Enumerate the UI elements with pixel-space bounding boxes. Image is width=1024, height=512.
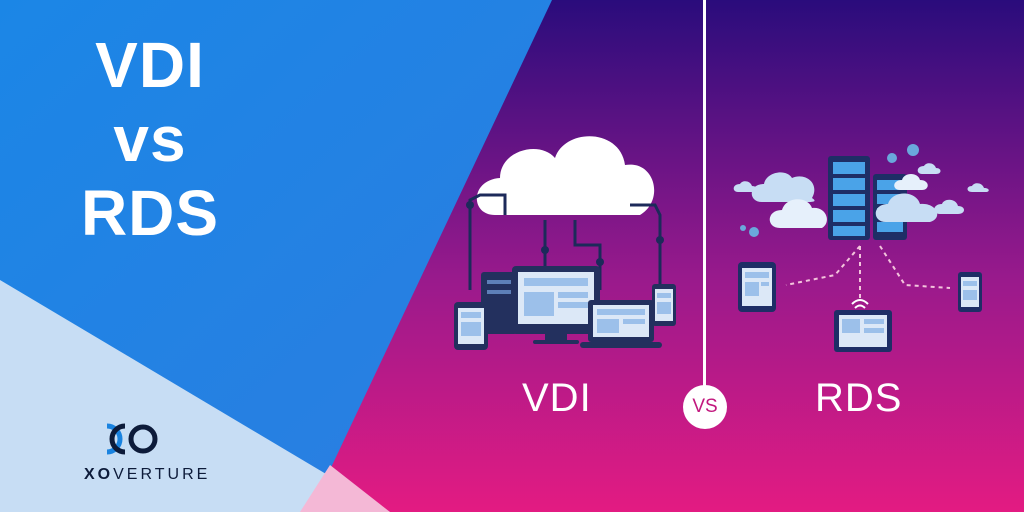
brand-wordmark-rest: VERTURE xyxy=(113,466,211,483)
heading-line-3: RDS xyxy=(80,177,220,249)
center-divider xyxy=(703,0,706,404)
heading-line-2: vs xyxy=(113,103,187,175)
brand-wordmark-bold: XO xyxy=(84,466,114,483)
xoverture-logo-icon xyxy=(106,423,158,455)
server-rack-clouds-devices-icon xyxy=(733,144,989,352)
heading-line-1: VDI xyxy=(95,29,205,101)
cloud-connected-devices-icon xyxy=(454,136,676,350)
rds-label: RDS xyxy=(815,376,903,420)
brand-wordmark: XOVERTURE xyxy=(84,466,210,484)
vdi-label: VDI xyxy=(522,376,592,420)
vs-badge: VS xyxy=(683,385,727,429)
main-heading: VDI vs RDS xyxy=(30,28,270,250)
